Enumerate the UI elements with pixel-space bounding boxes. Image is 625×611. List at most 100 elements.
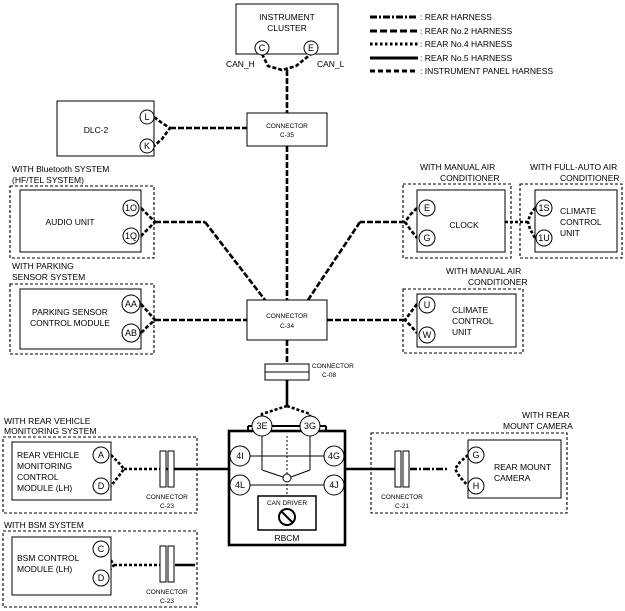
connector-c34: CONNECTOR C-34 — [246, 299, 328, 341]
rbcm-pin-4g-label: 4G — [328, 451, 340, 461]
can-driver-box — [257, 495, 317, 531]
climate-manual-pin-u-circle — [418, 296, 436, 314]
climate-manual-label-2: CONTROL — [452, 316, 494, 326]
rbcm-pin-4l-circle — [229, 474, 251, 496]
audio-condition-2: (HF/TEL SYSTEM) — [12, 175, 84, 185]
rear-camera-condition-1: WITH REAR — [522, 410, 570, 420]
parking-box — [19, 288, 142, 350]
legend-rear-harness: : REAR HARNESS — [370, 12, 492, 22]
c23-lower-label-2: C-23 — [160, 598, 174, 605]
clock-pin-g-label: G — [423, 233, 430, 243]
clock-condition-1: WITH MANUAL AIR — [420, 162, 495, 172]
climate-full-pin-1s-circle — [535, 199, 553, 217]
climate-manual-label-1: CLIMATE — [452, 305, 489, 315]
clock-label: CLOCK — [449, 220, 479, 230]
can-driver-symbol-icon — [278, 508, 296, 526]
rear-camera-condition-frame — [370, 432, 568, 514]
audio-pin-1o-label: 1O — [125, 203, 137, 213]
clock-pin-e-circle — [418, 199, 436, 217]
legend-rear-no5-harness-label: : REAR No.5 HARNESS — [420, 53, 512, 63]
junction-icon — [282, 473, 292, 483]
rbcm-pin-4i-circle — [229, 445, 251, 467]
parking-sensor-group: WITH PARKING SENSOR SYSTEM PARKING SENSO… — [9, 261, 155, 355]
climate-full-pin-1u-label: 1U — [538, 233, 550, 243]
connector-c35-label-1: CONNECTOR — [266, 123, 308, 130]
parking-label-1: PARKING SENSOR — [32, 307, 108, 317]
can-driver-label: CAN DRIVER — [267, 500, 307, 507]
climate-manual-pin-w-circle — [418, 326, 436, 344]
rear-vehicle-group: WITH REAR VEHICLE MONITORING SYSTEM REAR… — [2, 416, 198, 514]
clock-group: WITH MANUAL AIR CONDITIONER CLOCK E G — [402, 162, 512, 259]
legend-rear-no2-harness: : REAR No.2 HARNESS — [370, 26, 512, 36]
rbcm-pin-3g-label: 3G — [304, 421, 316, 431]
parking-pin-ab-circle — [121, 323, 141, 343]
rbcm-pin-4g-circle — [323, 445, 345, 467]
rear-camera-pin-h-label: H — [473, 481, 480, 491]
climate-full-label-1: CLIMATE — [560, 206, 597, 216]
rear-vehicle-label-4: MODULE (LH) — [17, 483, 72, 493]
c21-half-b — [402, 450, 410, 488]
rear-vehicle-condition-1: WITH REAR VEHICLE — [4, 416, 91, 426]
rbcm-pin-4i-label: 4I — [236, 451, 244, 461]
audio-unit-label: AUDIO UNIT — [45, 217, 94, 227]
connector-c34-label-2: C-34 — [280, 323, 294, 330]
audio-condition-frame — [9, 185, 155, 259]
rear-vehicle-pin-d-circle — [92, 477, 110, 495]
bsm-condition-1: WITH BSM SYSTEM — [4, 520, 84, 530]
clock-pin-g-circle — [418, 229, 436, 247]
pin-c-circle — [254, 40, 270, 56]
audio-pin-1q-circle — [122, 227, 140, 245]
legend-instrument-panel-harness-label: : INSTRUMENT PANEL HARNESS — [420, 66, 553, 76]
legend: : REAR HARNESS : REAR No.2 HARNESS : REA… — [370, 12, 553, 76]
c23-upper-half-a — [159, 450, 167, 488]
c21-label-1: CONNECTOR — [381, 494, 423, 501]
dlc2-box — [56, 100, 155, 157]
clock-pin-e-label: E — [424, 203, 430, 213]
dlc2-pin-l-circle — [139, 109, 155, 125]
c23-lower-half-b — [167, 545, 175, 583]
climate-manual-condition-frame — [402, 288, 524, 354]
audio-unit-box — [19, 189, 142, 253]
c23-lower-half-a — [159, 545, 167, 583]
climate-full-pin-1u-circle — [535, 229, 553, 247]
audio-pin-1o-circle — [122, 199, 140, 217]
parking-condition-1: WITH PARKING — [12, 261, 74, 271]
instrument-cluster-label-1: INSTRUMENT — [259, 12, 315, 22]
rear-vehicle-label-1: REAR VEHICLE — [17, 450, 80, 460]
rear-camera-pin-g-circle — [467, 446, 485, 464]
connector-c08: CONNECTOR C-08 — [264, 363, 354, 381]
rear-vehicle-condition-frame — [2, 436, 198, 514]
dlc2: DLC-2 L K — [56, 100, 155, 157]
climate-manual-label-3: UNIT — [452, 327, 472, 337]
connector-c08-label-2: C-08 — [322, 372, 336, 379]
c23-upper-label-1: CONNECTOR — [146, 494, 188, 501]
bsm-label-1: BSM CONTROL — [17, 553, 80, 563]
rear-vehicle-pin-d-label: D — [98, 481, 105, 491]
rear-camera-pin-g-label: G — [472, 450, 479, 460]
dlc2-pin-k-label: K — [144, 141, 150, 151]
rear-vehicle-label-2: MONITORING — [17, 461, 72, 471]
instrument-cluster: INSTRUMENT CLUSTER C E CAN_H CAN_L — [226, 3, 345, 69]
legend-instrument-panel-harness: : INSTRUMENT PANEL HARNESS — [370, 66, 553, 76]
rbcm-group: 3E 3G 4I 4L 4G 4J CAN DRIVER RBCM — [227, 415, 347, 547]
climate-full-label-3: UNIT — [560, 228, 580, 238]
bsm-pin-c-label: C — [98, 544, 105, 554]
climate-manual-condition-1: WITH MANUAL AIR — [446, 266, 521, 276]
parking-pin-ab-label: AB — [125, 328, 137, 338]
legend-rear-no5-harness: : REAR No.5 HARNESS — [370, 53, 512, 63]
connector-c08-label-1: CONNECTOR — [312, 363, 354, 370]
connector-c34-label-1: CONNECTOR — [266, 313, 308, 320]
dlc2-label: DLC-2 — [84, 125, 109, 135]
rear-vehicle-label-3: CONTROL — [17, 472, 59, 482]
can-h-label: CAN_H — [226, 59, 255, 69]
rear-camera-label-2: CAMERA — [494, 473, 531, 483]
climate-full-pin-1s-label: 1S — [538, 203, 549, 213]
wires — [100, 52, 537, 579]
audio-unit-group: WITH Bluetooth SYSTEM (HF/TEL SYSTEM) AU… — [9, 164, 155, 259]
dlc2-pin-k-circle — [139, 138, 155, 154]
legend-rear-harness-label: : REAR HARNESS — [420, 12, 492, 22]
rbcm-pin-4l-label: 4L — [235, 480, 245, 490]
dlc2-pin-l-label: L — [144, 112, 149, 122]
instrument-cluster-box — [235, 3, 339, 55]
